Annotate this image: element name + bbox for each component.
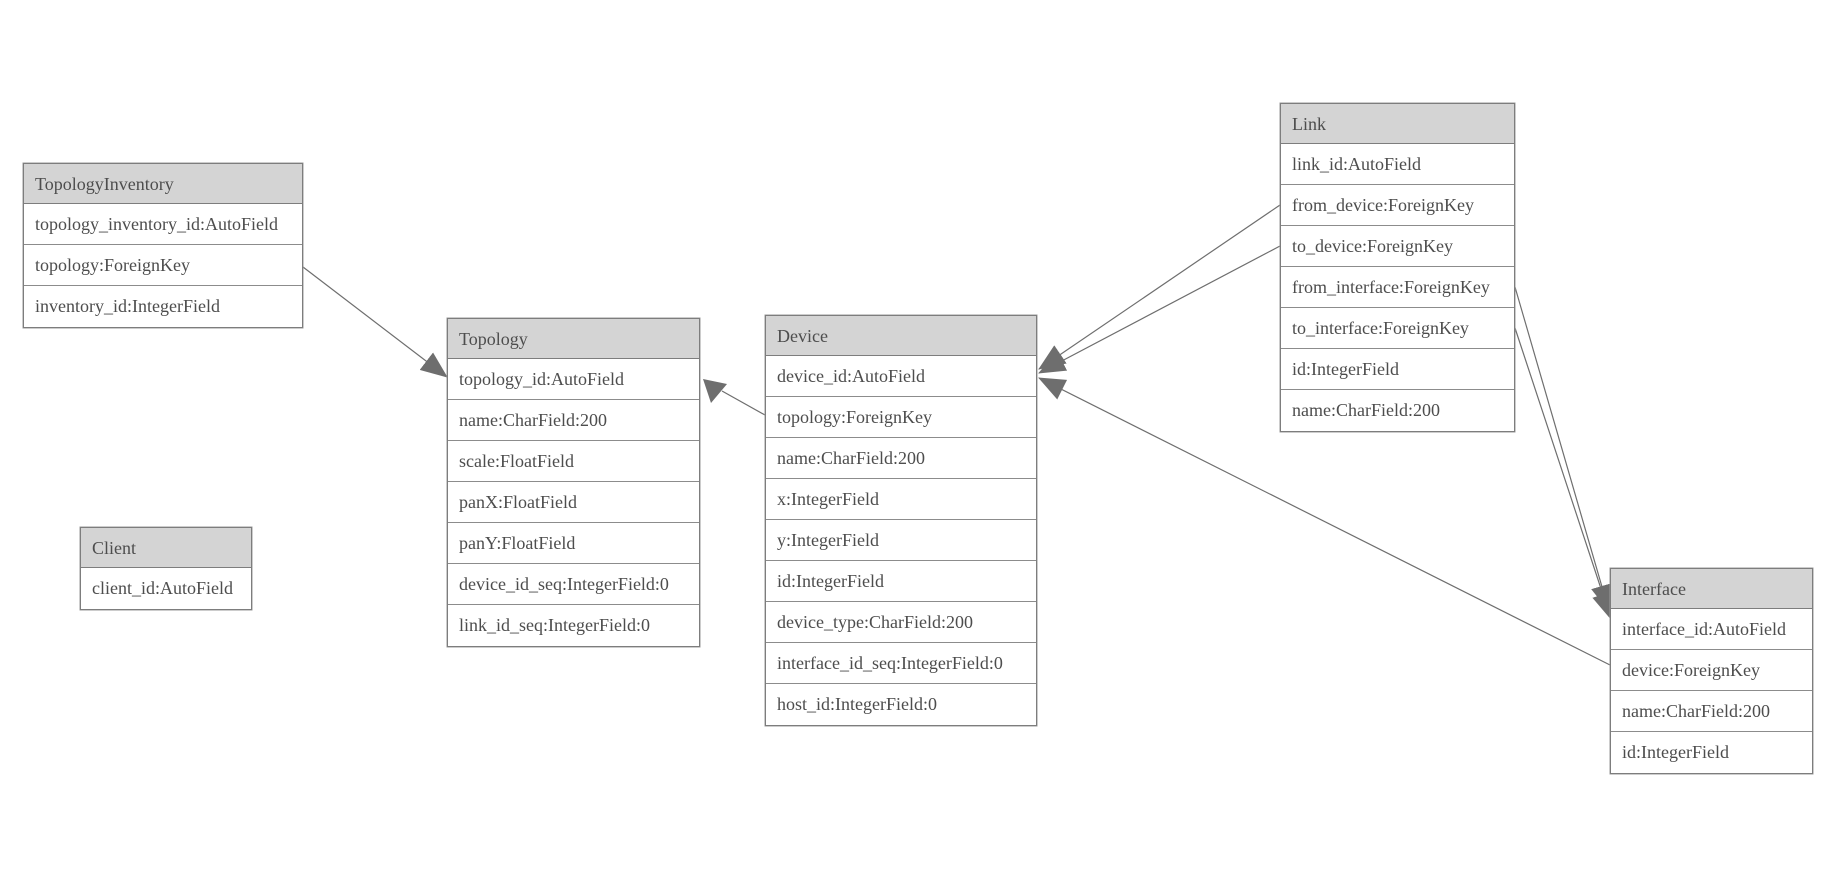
field-row: topology:ForeignKey <box>24 245 302 286</box>
field-row: inventory_id:IntegerField <box>24 286 302 327</box>
edge-device-topology <box>721 390 766 416</box>
field-row: interface_id:AutoField <box>1611 609 1812 650</box>
field-row: link_id:AutoField <box>1281 144 1514 185</box>
field-row: from_device:ForeignKey <box>1281 185 1514 226</box>
field-row: name:CharField:200 <box>448 400 699 441</box>
edge-device-topology-arrowhead <box>703 379 727 403</box>
field-row: to_device:ForeignKey <box>1281 226 1514 267</box>
field-row: panY:FloatField <box>448 523 699 564</box>
field-row: id:IntegerField <box>1611 732 1812 773</box>
field-row: device_type:CharField:200 <box>766 602 1036 643</box>
field-row: device_id:AutoField <box>766 356 1036 397</box>
field-row: from_interface:ForeignKey <box>1281 267 1514 308</box>
field-row: id:IntegerField <box>1281 349 1514 390</box>
field-row: panX:FloatField <box>448 482 699 523</box>
entity-interface: Interface interface_id:AutoField device:… <box>1610 568 1813 774</box>
entity-topology: Topology topology_id:AutoField name:Char… <box>447 318 700 647</box>
field-row: device_id_seq:IntegerField:0 <box>448 564 699 605</box>
entity-title: Interface <box>1611 569 1812 609</box>
entity-title: Client <box>81 528 251 568</box>
edge-interface-device <box>1038 377 1611 666</box>
field-row: host_id:IntegerField:0 <box>766 684 1036 725</box>
field-row: id:IntegerField <box>766 561 1036 602</box>
edge-link-fromdevice-device <box>1038 204 1281 370</box>
entity-title: Topology <box>448 319 699 359</box>
edge-topologyinventory-topology <box>302 266 448 378</box>
field-row: link_id_seq:IntegerField:0 <box>448 605 699 646</box>
entity-topology-inventory: TopologyInventory topology_inventory_id:… <box>23 163 303 328</box>
entity-link: Link link_id:AutoField from_device:Forei… <box>1280 103 1515 432</box>
edge-link-frominterface-interface <box>1514 286 1613 612</box>
entity-title: Link <box>1281 104 1514 144</box>
field-row: interface_id_seq:IntegerField:0 <box>766 643 1036 684</box>
field-row: to_interface:ForeignKey <box>1281 308 1514 349</box>
field-row: device:ForeignKey <box>1611 650 1812 691</box>
edge-link-tointerface-interface <box>1514 327 1614 620</box>
field-row: x:IntegerField <box>766 479 1036 520</box>
edge-link-todevice-device <box>1038 245 1281 374</box>
field-row: name:CharField:200 <box>1611 691 1812 732</box>
field-row: name:CharField:200 <box>766 438 1036 479</box>
field-row: topology:ForeignKey <box>766 397 1036 438</box>
field-row: topology_id:AutoField <box>448 359 699 400</box>
entity-title: Device <box>766 316 1036 356</box>
entity-client: Client client_id:AutoField <box>80 527 252 610</box>
field-row: y:IntegerField <box>766 520 1036 561</box>
field-row: scale:FloatField <box>448 441 699 482</box>
entity-title: TopologyInventory <box>24 164 302 204</box>
field-row: topology_inventory_id:AutoField <box>24 204 302 245</box>
field-row: name:CharField:200 <box>1281 390 1514 431</box>
field-row: client_id:AutoField <box>81 568 251 609</box>
entity-device: Device device_id:AutoField topology:Fore… <box>765 315 1037 726</box>
